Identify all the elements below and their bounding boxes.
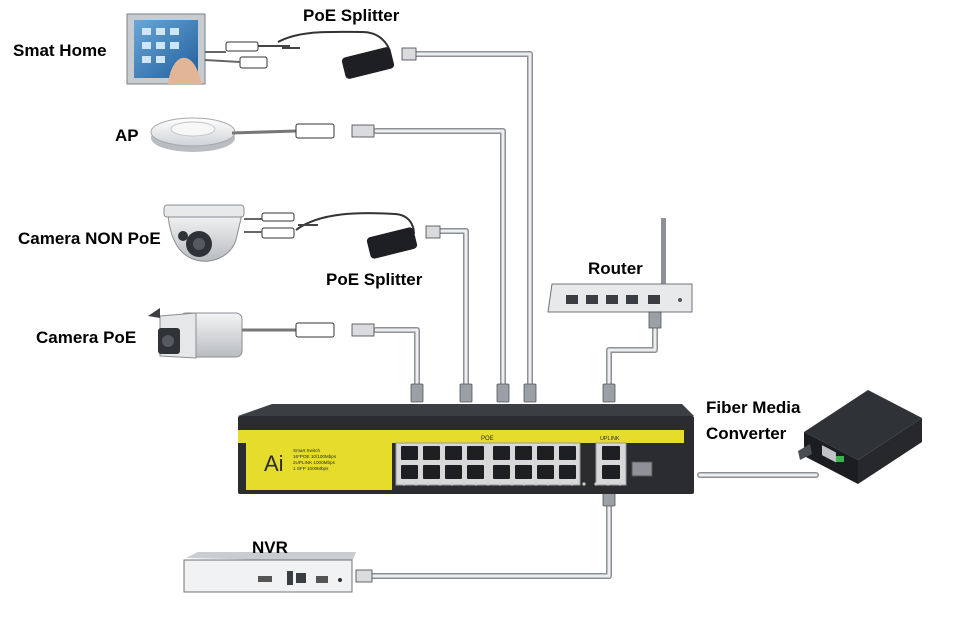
poe-port xyxy=(467,465,484,479)
poe-port xyxy=(401,446,418,460)
status-led xyxy=(582,482,586,486)
poe-port xyxy=(493,446,510,460)
status-led xyxy=(426,482,430,486)
poe-switch xyxy=(238,404,694,494)
switch-top-plugs xyxy=(410,383,616,507)
switch-spec-line-3: 2UPLINK 1000Mbps xyxy=(293,460,336,465)
poe-port xyxy=(493,465,510,479)
label-fiber-line-2: Converter xyxy=(706,424,787,443)
uplink-port xyxy=(602,465,620,479)
cables xyxy=(369,51,819,579)
poe-port xyxy=(401,465,418,479)
poe-port xyxy=(467,446,484,460)
label-router: Router xyxy=(588,259,643,278)
ap-device xyxy=(150,117,375,152)
switch-spec-line-4: 1 SFP 1000Mbps xyxy=(293,466,329,471)
switch-spec-line-2: 16*POE 10/100Mbps xyxy=(293,454,337,459)
poe-port xyxy=(537,446,554,460)
status-led xyxy=(462,482,466,486)
label-camera-poe: Camera PoE xyxy=(36,328,137,347)
switch-ports xyxy=(401,446,620,479)
nvr-device xyxy=(183,552,373,593)
poe-port xyxy=(445,465,462,479)
switch-leds xyxy=(402,482,622,486)
poe-splitter-mid-device xyxy=(295,212,441,259)
status-led xyxy=(498,482,502,486)
label-smart-home: Smat Home xyxy=(13,41,107,60)
status-led xyxy=(546,482,550,486)
label-poe-splitter-top: PoE Splitter xyxy=(303,6,400,25)
poe-port xyxy=(423,446,440,460)
smart-home-connectors xyxy=(204,41,290,69)
poe-port xyxy=(559,446,576,460)
status-led xyxy=(402,482,406,486)
poe-port xyxy=(559,465,576,479)
label-poe-splitter-mid: PoE Splitter xyxy=(326,270,423,289)
camera-non-poe-device xyxy=(163,204,295,262)
poe-port xyxy=(515,446,532,460)
status-led xyxy=(606,482,610,486)
status-led xyxy=(450,482,454,486)
smart-home-device xyxy=(126,13,206,85)
poe-port xyxy=(445,446,462,460)
switch-spec-line-1: Smart Switch xyxy=(293,448,321,453)
status-led xyxy=(438,482,442,486)
switch-uplink-group-label: UPLINK xyxy=(600,436,620,442)
switch-logo: Ai xyxy=(264,451,284,476)
status-led xyxy=(486,482,490,486)
router-device xyxy=(547,218,693,329)
status-led xyxy=(618,482,622,486)
camera-poe-device xyxy=(148,308,375,359)
status-led xyxy=(594,482,598,486)
fiber-media-converter-device xyxy=(798,390,922,484)
label-fiber-line-1: Fiber Media xyxy=(706,398,801,417)
status-led xyxy=(570,482,574,486)
label-camera-non-poe: Camera NON PoE xyxy=(18,229,161,248)
status-led xyxy=(558,482,562,486)
label-ap: AP xyxy=(115,126,139,145)
poe-port xyxy=(515,465,532,479)
status-led xyxy=(522,482,526,486)
poe-port xyxy=(537,465,554,479)
uplink-port xyxy=(602,446,620,460)
switch-poe-group-label: POE xyxy=(481,436,494,442)
status-led xyxy=(534,482,538,486)
label-nvr: NVR xyxy=(252,538,288,557)
status-led xyxy=(474,482,478,486)
poe-splitter-top-device xyxy=(277,30,417,79)
status-led xyxy=(414,482,418,486)
poe-port xyxy=(423,465,440,479)
status-led xyxy=(510,482,514,486)
